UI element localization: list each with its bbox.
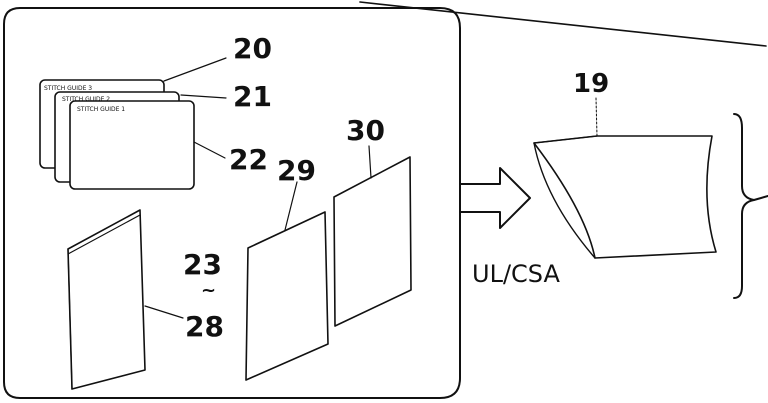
sheet-30: [333, 156, 412, 327]
stitch-guide-1-card: STITCH GUIDE 1: [69, 100, 195, 190]
bag-19: [533, 135, 717, 259]
leader-30: [368, 145, 372, 179]
stitch-guide-3-label: STITCH GUIDE 3: [44, 85, 92, 92]
arrow-to-bag: [459, 167, 531, 229]
stitch-guide-1-label: STITCH GUIDE 1: [77, 106, 125, 113]
leader-22: [193, 141, 226, 159]
ref-23: 23: [183, 248, 222, 281]
ref-28: 28: [185, 310, 224, 343]
ref-20: 20: [233, 32, 272, 65]
ref-21: 21: [233, 80, 272, 113]
leader-28: [144, 305, 184, 319]
right-brace: [733, 113, 755, 299]
ul-csa-label: UL/CSA: [472, 260, 560, 288]
ref-22: 22: [229, 143, 268, 176]
top-leader-line: [359, 1, 767, 47]
ref-30: 30: [346, 114, 385, 147]
ref-range-tilde: ~: [201, 280, 216, 301]
manual-booklet: [67, 209, 146, 390]
kit-box-outline: [3, 7, 461, 399]
leader-21: [180, 94, 227, 99]
leader-19: [595, 97, 598, 137]
leader-20: [163, 57, 227, 82]
ref-19: 19: [573, 69, 609, 99]
sheet-29: [245, 211, 329, 381]
stitch-guide-2-label: STITCH GUIDE 2: [62, 96, 110, 103]
ref-29: 29: [277, 154, 316, 187]
brace-tail: [753, 195, 768, 201]
leader-29: [284, 181, 298, 231]
